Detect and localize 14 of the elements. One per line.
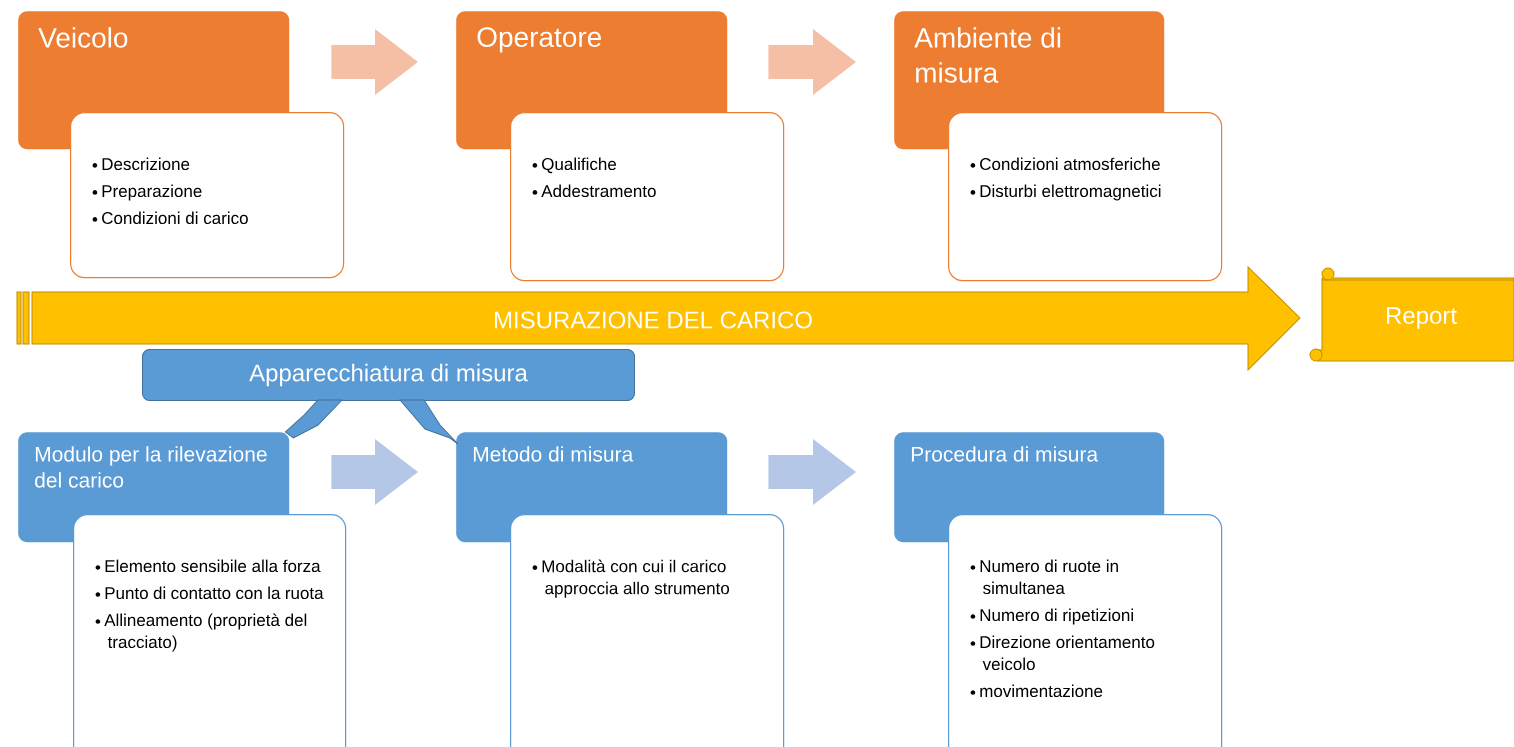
bullet-list-box: Elemento sensibile alla forza Punto di contatto con la ruota Allineamento (proprietà del tracciato) — [73, 514, 347, 747]
bullet-list-box: Descrizione Preparazione Condizioni di carico — [70, 112, 345, 279]
bullet-list-box: Modalità con cui il carico approccia allo strumento — [510, 514, 785, 747]
bullet-list-box: Qualifiche Addestramento — [510, 112, 785, 282]
callout-box: Apparecchiatura di misura — [142, 349, 635, 401]
block-arrow — [331, 439, 418, 505]
callout-pointer — [284, 399, 343, 439]
scroll: Report — [1309, 267, 1514, 362]
block-arrow — [768, 439, 856, 505]
block-arrow — [331, 29, 418, 95]
bullet-list-box: Condizioni atmosferiche Disturbi elettromagnetici — [948, 112, 1223, 282]
bullet-list-box: Numero di ruote in simultanea Numero di ripetizioni Direzione orientamento veicolo movimentazione — [948, 514, 1223, 747]
callout-pointer — [399, 399, 459, 445]
block-arrow — [768, 29, 856, 95]
